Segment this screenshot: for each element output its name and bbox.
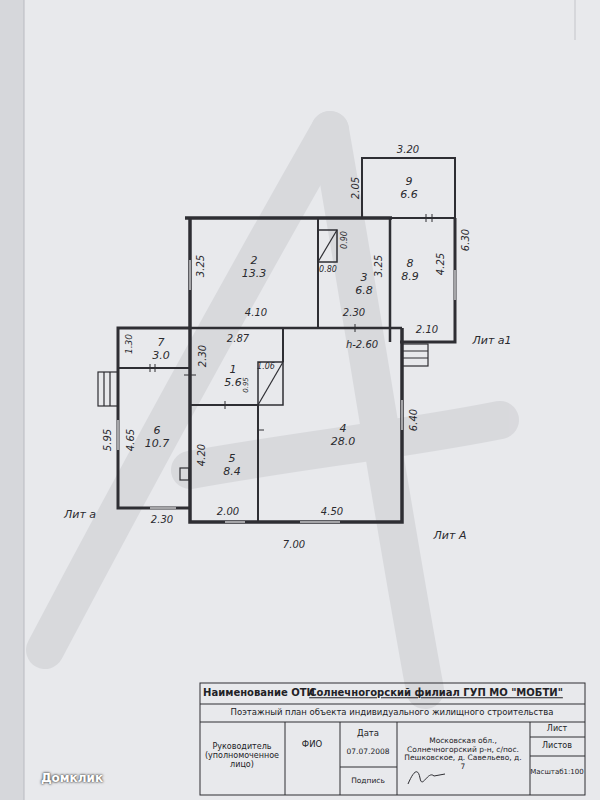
room: 88.9 <box>394 240 426 300</box>
table-cell: Масштаб1:100 <box>530 768 583 776</box>
room-number: 2 <box>251 254 258 267</box>
dimension: 3.25 <box>195 255 207 277</box>
room-number: 9 <box>406 175 413 188</box>
title-block-table <box>200 683 585 795</box>
windows <box>118 260 455 522</box>
dimension: 2.30 <box>197 345 209 367</box>
dimension: 2.05 <box>350 177 362 199</box>
room: 58.4 <box>208 420 256 510</box>
watermark: Домклик <box>41 772 103 786</box>
room-area: 28.0 <box>331 435 356 448</box>
room-number: 1 <box>230 363 237 376</box>
room: 15.6 <box>210 352 256 400</box>
dimension: 6.40 <box>408 409 420 431</box>
dimension: 7.00 <box>283 539 305 551</box>
signature <box>408 772 445 784</box>
room-area: 8.9 <box>401 270 419 283</box>
room: 96.6 <box>366 162 452 214</box>
room: 73.0 <box>136 332 186 366</box>
room-number: 6 <box>154 424 161 437</box>
stove-symbol <box>180 468 189 480</box>
dimension: 0.80 <box>319 265 337 274</box>
dimension: 4.65 <box>125 429 137 451</box>
dimension: 4.10 <box>245 307 267 319</box>
room-number: 4 <box>340 422 347 435</box>
table-cell: Лист <box>547 724 567 733</box>
room-number: 3 <box>361 271 368 284</box>
room-area: 3.0 <box>152 349 170 362</box>
room-area: 5.6 <box>224 376 242 389</box>
dimension: 2.30 <box>151 514 173 526</box>
room-area: 8.4 <box>223 465 241 478</box>
table-cell: Подпись <box>351 777 385 786</box>
litera-label: Лит а <box>64 509 96 522</box>
table-cell: Дата <box>357 729 379 739</box>
dimension: 2.30 <box>343 307 365 319</box>
table-cell: Руководитель (уполномоченное лицо) <box>202 742 282 770</box>
table-cell: 07.07.2008 <box>347 748 390 757</box>
dimension: 5.95 <box>102 429 114 451</box>
dimension: 2.87 <box>227 333 249 345</box>
table-cell: Листов <box>542 741 572 750</box>
dimension: 1.06 <box>257 362 275 371</box>
watermark-letter <box>45 130 500 690</box>
window-lines <box>118 260 455 522</box>
room-number: 8 <box>407 257 414 270</box>
height-note: h-2.60 <box>346 339 378 351</box>
dimension: 4.20 <box>196 444 208 466</box>
dimension: 3.25 <box>373 255 385 277</box>
table-cell: Московская обл., Солнечногорский р-н, с/… <box>401 737 525 772</box>
dimension: 4.50 <box>321 506 343 518</box>
room-area: 6.6 <box>400 188 418 201</box>
dimension: 6.30 <box>460 229 472 251</box>
paper-edge <box>575 0 576 40</box>
table-cell: Солнечногорский филиал ГУП МО "МОБТИ" <box>309 687 563 699</box>
room-area: 10.7 <box>145 437 170 450</box>
dimension: 4.25 <box>435 253 447 275</box>
room: 213.3 <box>196 232 312 302</box>
room: 428.0 <box>290 360 396 510</box>
room-area: 13.3 <box>242 267 267 280</box>
table-cell: Поэтажный план объекта индивидуального ж… <box>231 708 554 718</box>
walls <box>118 158 455 522</box>
paper-edge <box>24 0 25 800</box>
door-marks <box>150 214 432 430</box>
litera-label: Лит а1 <box>472 335 511 348</box>
room-number: 7 <box>158 336 165 349</box>
porch-steps <box>98 344 428 406</box>
room-area: 6.8 <box>355 284 373 297</box>
dimension: 1.30 <box>124 334 134 354</box>
litera-label: Лит А <box>434 530 467 543</box>
table-cell: ФИО <box>302 740 322 750</box>
dimension: 0.90 <box>340 231 349 249</box>
paper-margin <box>0 0 24 800</box>
dimension: 2.10 <box>416 324 438 336</box>
dimension: 2.00 <box>217 506 239 518</box>
room-number: 5 <box>229 452 236 465</box>
dimension: 0.95 <box>242 377 250 393</box>
table-cell: Наименование ОТИ <box>203 687 315 699</box>
dimension: 3.20 <box>397 144 419 156</box>
